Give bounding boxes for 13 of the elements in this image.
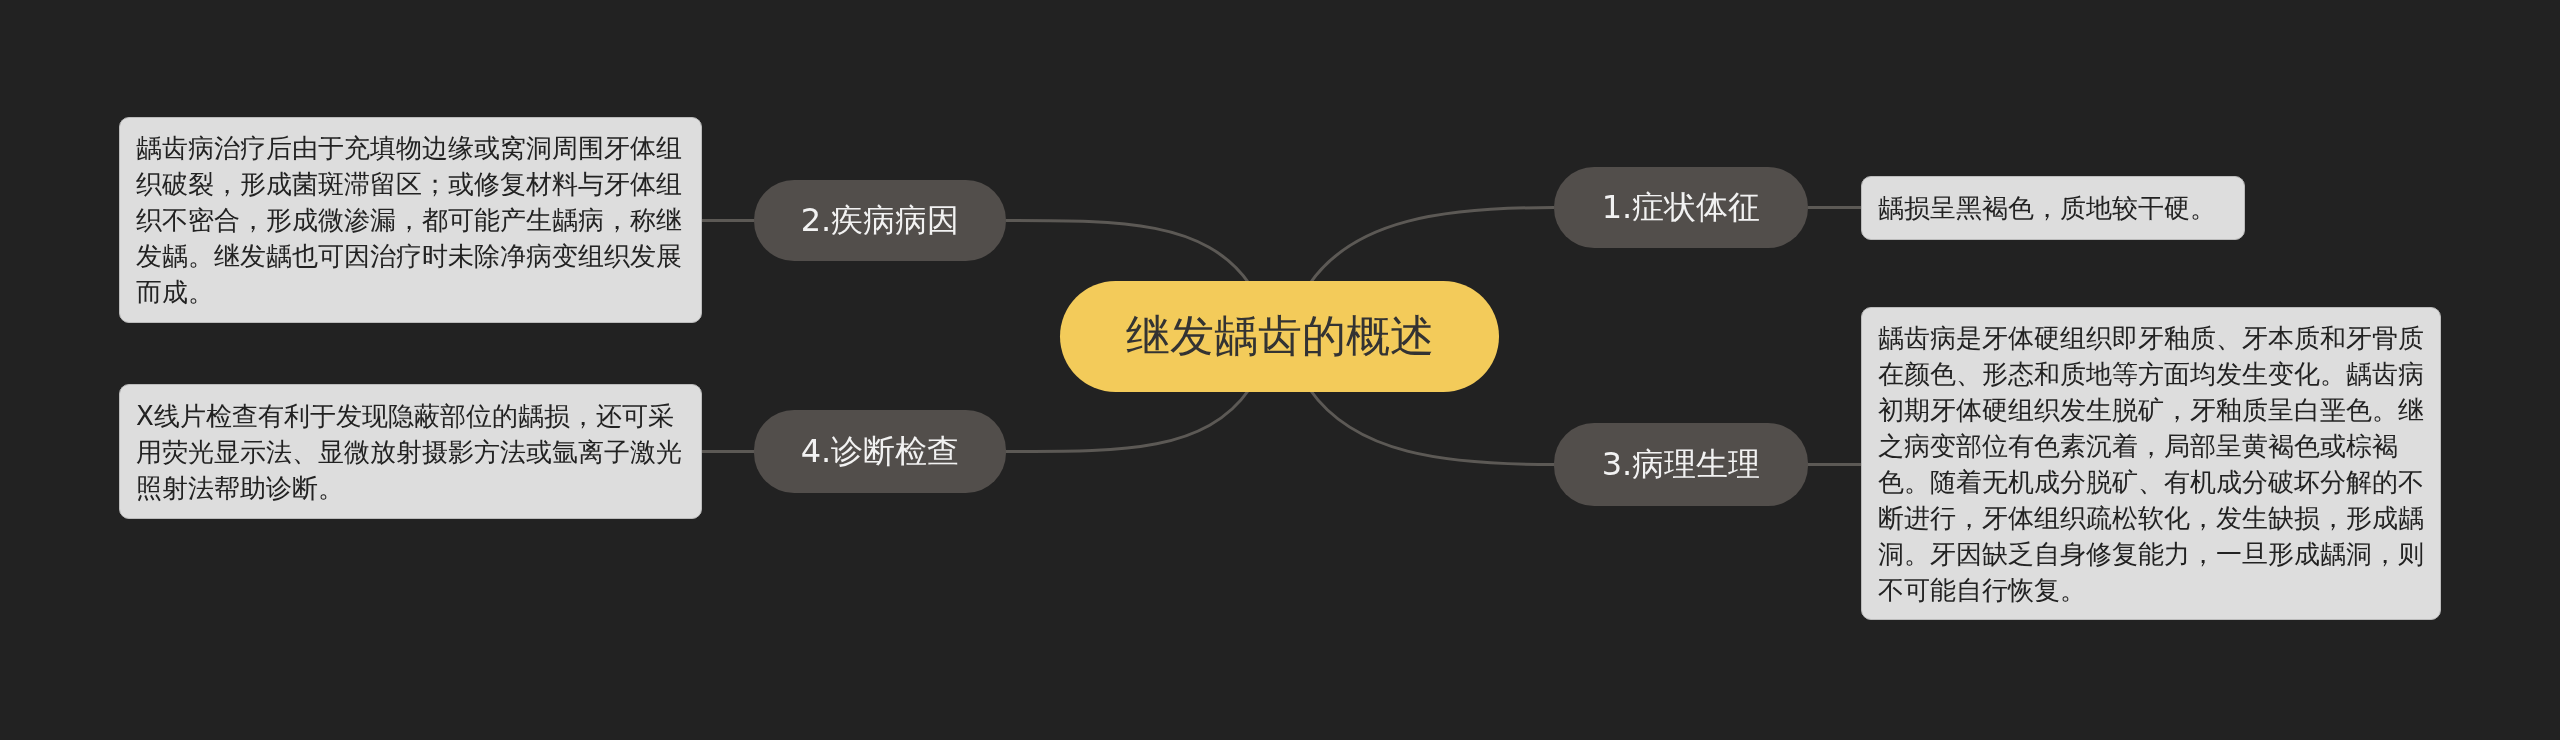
topic-box: 3.病理生理 xyxy=(1554,423,1808,506)
topic-box: 2.疾病病因 xyxy=(754,180,1006,261)
note-box: 龋齿病是牙体硬组织即牙釉质、牙本质和牙骨质在颜色、形态和质地等方面均发生变化。龋齿病初期牙体硬组织发生脱矿，牙釉质呈白垩色。继之病变部位有色素沉着，局部呈黄褐色或棕褐色。随着无机成分脱矿、有机成分破坏分解的不断进行，牙体组织疏松软化，发生缺损，形成龋洞。牙因缺乏自身修复能力，一旦形成龋洞，则不可能自行恢复。 xyxy=(1861,307,2441,620)
connector-line xyxy=(1808,206,1861,209)
note-box: 龋损呈黑褐色，质地较干硬。 xyxy=(1861,176,2245,240)
connector-line xyxy=(702,219,754,222)
connector-line xyxy=(702,450,754,453)
topic-box: 1.症状体征 xyxy=(1554,167,1808,248)
topic-box: 4.诊断检查 xyxy=(754,410,1006,493)
note-box: X线片检查有利于发现隐蔽部位的龋损，还可采用荧光显示法、显微放射摄影方法或氩离子激光照射法帮助诊断。 xyxy=(119,384,702,519)
connector-line xyxy=(1808,463,1861,466)
central-topic: 继发龋齿的概述 xyxy=(1060,281,1499,392)
note-box: 龋齿病治疗后由于充填物边缘或窝洞周围牙体组织破裂，形成菌斑滞留区；或修复材料与牙体组织不密合，形成微渗漏，都可能产生龋病，称继发龋。继发龋也可因治疗时未除净病变组织发展而成。 xyxy=(119,117,702,323)
